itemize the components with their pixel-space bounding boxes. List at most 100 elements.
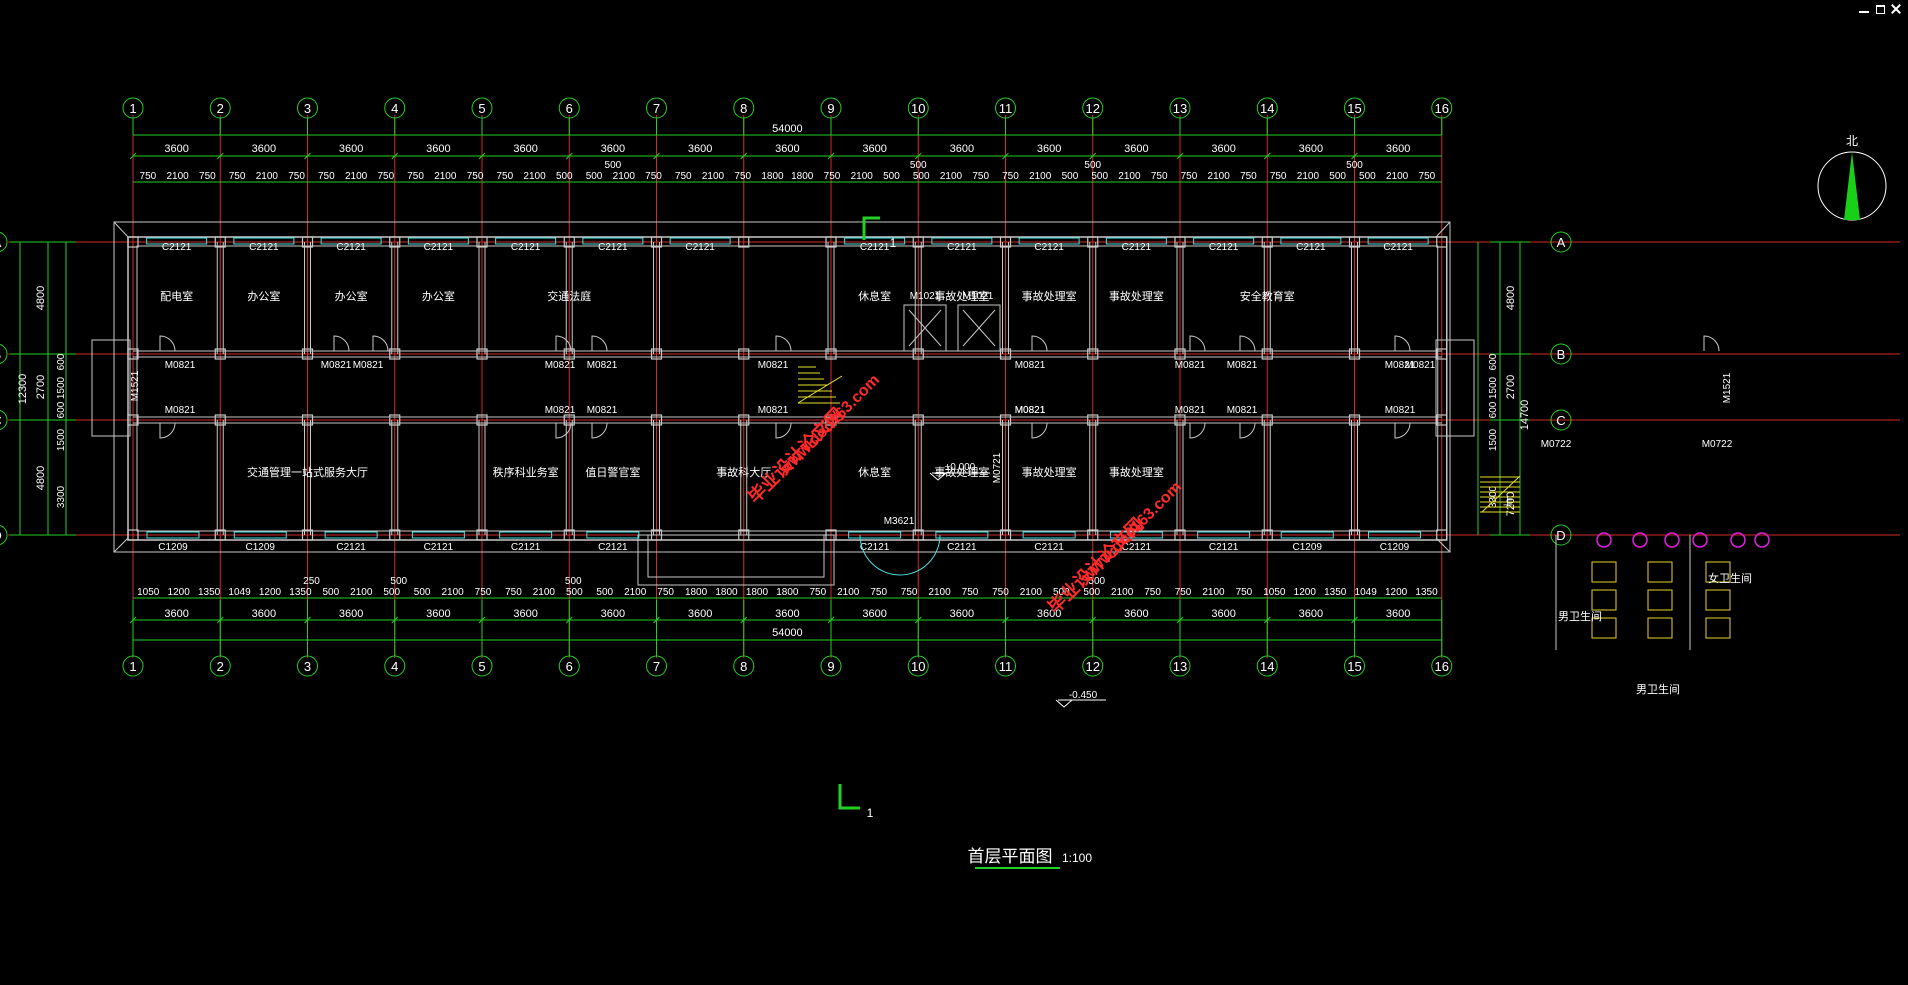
- structural-column: [912, 529, 924, 541]
- dim-segment-bottom: 1800: [746, 587, 769, 598]
- dim-segment-bottom: 500: [322, 587, 339, 598]
- entrance-platform-inner: [647, 534, 825, 578]
- dim-right-inner: 7200: [1505, 492, 1517, 516]
- dim-extra-bottom: 500: [1088, 576, 1105, 587]
- dim-right-third: 1500: [1488, 428, 1499, 451]
- dim-tick: [827, 616, 835, 624]
- dim-tick: [391, 152, 399, 160]
- dim-tick: [827, 152, 835, 160]
- room-label: 安全教育室: [1240, 289, 1295, 303]
- window-label: C2121: [860, 542, 890, 553]
- structural-column: [825, 236, 837, 248]
- dim-left-third: 600: [56, 401, 67, 418]
- dim-segment-bottom: 1200: [1294, 587, 1317, 598]
- dim-bay-bottom: 3600: [950, 608, 974, 620]
- exterior-wall-inner: [136, 245, 1439, 532]
- dim-left-inner: 4800: [35, 466, 47, 490]
- structural-column: [825, 348, 837, 360]
- door-swing: [1394, 422, 1411, 439]
- window-label: C1209: [246, 542, 276, 553]
- dim-tick: [653, 152, 660, 160]
- axis-label: 4: [391, 101, 398, 116]
- dim-tick: [740, 152, 748, 160]
- toilet-label: 女卫生间: [1708, 571, 1752, 585]
- window-mark: [848, 531, 902, 539]
- dim-tick: [1002, 616, 1009, 624]
- dim-segment-top: 750: [972, 171, 989, 182]
- structural-column: [1348, 414, 1361, 426]
- dim-segment-top: 500: [1062, 171, 1079, 182]
- dim-segment-top: 2100: [256, 171, 279, 182]
- structural-column: [127, 348, 139, 360]
- dim-segment-top: 500: [1329, 171, 1346, 182]
- dim-left-outer: 12300: [17, 374, 29, 405]
- dim-segment-bottom: 1049: [1355, 587, 1378, 598]
- window-label: C2121: [249, 242, 279, 253]
- door-swing: [775, 422, 792, 439]
- section-mark-bottom: [838, 784, 860, 810]
- dim-bay-bottom: 3600: [1211, 608, 1235, 620]
- dim-bay-top: 3600: [426, 143, 450, 155]
- window-mark: [233, 531, 287, 539]
- axis-label: 16: [1435, 101, 1449, 116]
- level-symbol: [1055, 699, 1073, 708]
- window-label: C2121: [1383, 242, 1413, 253]
- structural-column: [1174, 529, 1186, 541]
- window-mark: [1105, 237, 1167, 245]
- window-controls: [1858, 3, 1902, 17]
- dim-segment-bottom: 1200: [1385, 587, 1408, 598]
- room-label: 事故处理室: [934, 465, 989, 479]
- close-icon[interactable]: [1890, 3, 1902, 15]
- room-label: 休息室: [858, 465, 891, 479]
- section-mark-label: 1: [867, 806, 874, 820]
- door-swing: [1394, 335, 1411, 352]
- structural-column: [301, 348, 314, 360]
- entrance-door-swing: [859, 534, 901, 576]
- door-swing: [775, 335, 792, 352]
- door-label: M0821: [758, 360, 789, 371]
- dim-segment-top: 2100: [851, 171, 874, 182]
- window-label: C2121: [424, 542, 454, 553]
- entrance-door-swing: [899, 534, 941, 576]
- minimize-icon[interactable]: [1858, 3, 1870, 15]
- dim-bay-bottom: 3600: [1386, 608, 1410, 620]
- room-label: 值日警官室: [585, 465, 640, 479]
- axis-bubble: [1550, 409, 1572, 431]
- dim-bay-bottom: 3600: [1037, 608, 1061, 620]
- toilet-stall: [1647, 589, 1673, 611]
- dim-segment-top: 750: [1181, 171, 1198, 182]
- structural-column: [1436, 529, 1448, 541]
- window-mark: [499, 531, 553, 539]
- structural-column: [999, 236, 1012, 248]
- dim-tick: [1002, 152, 1009, 160]
- window-mark: [586, 531, 640, 539]
- door-swing: [591, 335, 608, 352]
- structural-column: [127, 236, 139, 248]
- dim-segment-bottom: 750: [1175, 587, 1192, 598]
- dim-segment-top: 1800: [791, 171, 814, 182]
- dim-tick: [304, 616, 311, 624]
- axis-label: 11: [999, 659, 1013, 674]
- room-label: 事故处理室: [1109, 465, 1164, 479]
- dim-left-inner: 2700: [35, 375, 47, 399]
- dim-segment-top: 750: [1270, 171, 1287, 182]
- structural-column: [912, 236, 924, 248]
- window-mark: [1367, 237, 1429, 245]
- dim-bay-bottom: 3600: [339, 608, 363, 620]
- dim-segment-bottom: 1200: [168, 587, 191, 598]
- axis-label: 5: [478, 659, 485, 674]
- dim-segment-top: 2100: [523, 171, 546, 182]
- toilet-stall: [1705, 617, 1731, 639]
- dim-bay-top: 3600: [164, 143, 188, 155]
- structural-column: [476, 236, 488, 248]
- dim-segment-bottom: 500: [414, 587, 431, 598]
- axis-label: 3: [304, 101, 311, 116]
- dim-segment-bottom: 2100: [624, 587, 647, 598]
- dim-bay-top: 3600: [862, 143, 886, 155]
- door-label: M1021: [910, 291, 941, 302]
- dim-segment-top: 500: [1091, 171, 1108, 182]
- dim-segment-bottom: 500: [383, 587, 400, 598]
- restore-icon[interactable]: [1874, 3, 1886, 15]
- structural-column: [1261, 414, 1273, 426]
